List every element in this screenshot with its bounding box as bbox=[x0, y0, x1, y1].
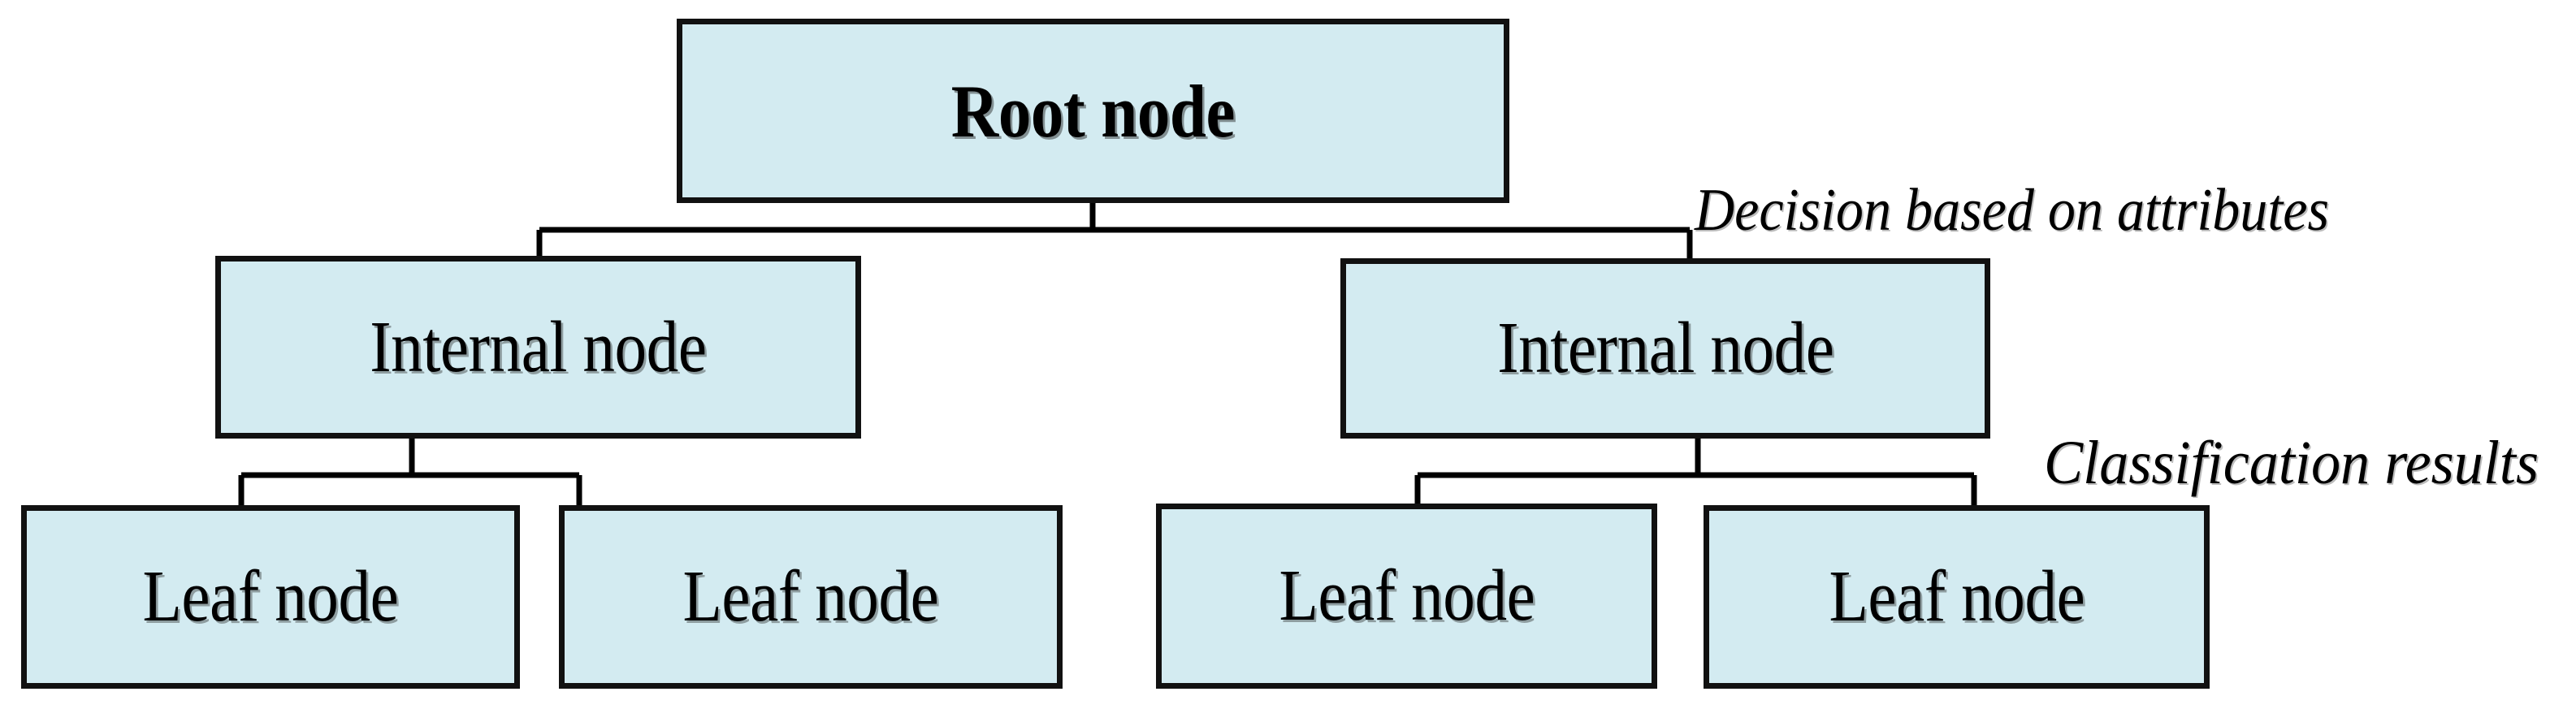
node-leaf-2[interactable]: Leaf node bbox=[559, 505, 1063, 689]
node-root[interactable]: Root node bbox=[677, 19, 1509, 203]
annotation-classification-results: Classification results bbox=[2044, 429, 2539, 497]
node-leaf-4-label: Leaf node bbox=[1829, 556, 2085, 637]
node-leaf-4[interactable]: Leaf node bbox=[1704, 505, 2210, 689]
node-leaf-1-label: Leaf node bbox=[142, 556, 399, 637]
node-leaf-2-label: Leaf node bbox=[682, 556, 939, 637]
node-internal-right-label: Internal node bbox=[1496, 308, 1834, 388]
node-internal-right[interactable]: Internal node bbox=[1340, 258, 1990, 439]
node-root-label: Root node bbox=[950, 69, 1236, 153]
node-leaf-1[interactable]: Leaf node bbox=[21, 505, 520, 689]
node-leaf-3-label: Leaf node bbox=[1279, 556, 1535, 636]
node-internal-left[interactable]: Internal node bbox=[215, 256, 861, 439]
node-internal-left-label: Internal node bbox=[370, 306, 707, 387]
annotation-decision-based-on-attributes: Decision based on attributes bbox=[1695, 177, 2329, 244]
node-leaf-3[interactable]: Leaf node bbox=[1156, 504, 1657, 689]
